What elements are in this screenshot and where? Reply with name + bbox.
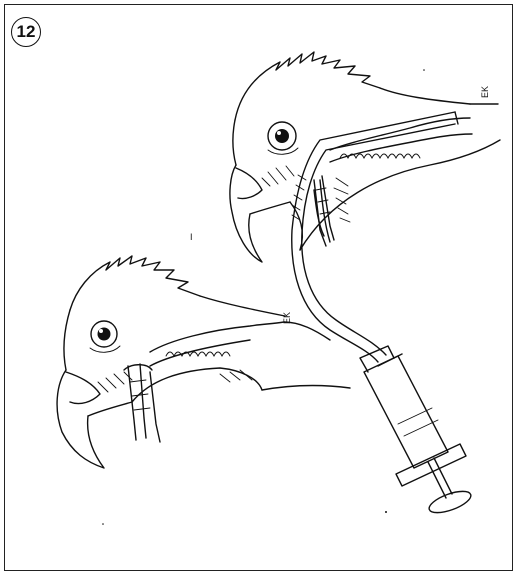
lower-ek-mark: EK <box>282 312 292 324</box>
lower-bird-head-icon <box>57 256 350 468</box>
upper-bird-head-icon <box>230 52 500 262</box>
upper-ek-mark: EK <box>480 86 490 98</box>
side-mark: I <box>190 232 193 242</box>
syringe-icon <box>360 346 473 517</box>
